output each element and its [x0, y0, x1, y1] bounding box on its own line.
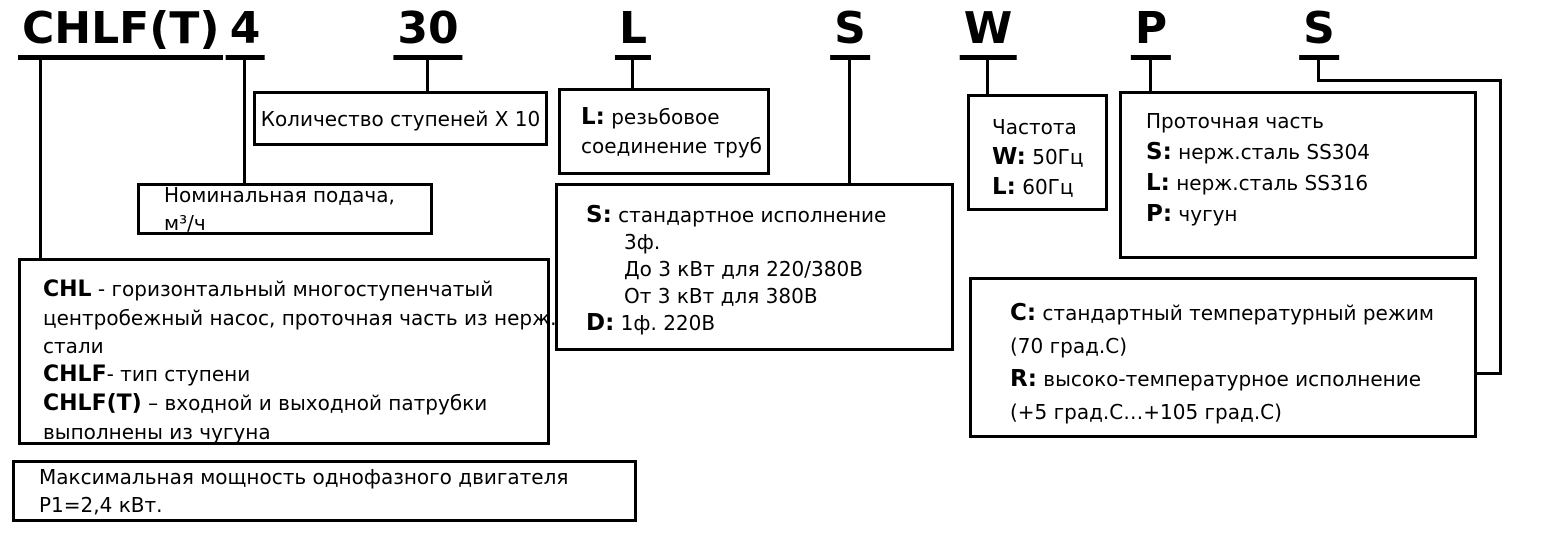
code-key-label: S: — [586, 202, 612, 228]
code-key-label: L: — [1146, 170, 1170, 196]
code-key-label: CHLF(T) — [43, 391, 142, 416]
max-power-box: Максимальная мощность однофазного двигат… — [12, 460, 637, 522]
code-key-label: CHLF — [43, 362, 107, 387]
code-key-label: W: — [992, 144, 1026, 170]
text-line: D: 1ф. 220В — [586, 310, 716, 336]
connector-line-flow — [243, 57, 246, 183]
text-line: CHLF(T) – входной и выходной патрубки — [43, 391, 488, 416]
text-line: CHLF- тип ступени — [43, 362, 251, 387]
series-description-box: CHL - горизонтальный многоступенчатый цен… — [18, 258, 557, 445]
text-line: L: резьбовое — [581, 104, 720, 130]
connector-line-temp-stub — [1317, 57, 1320, 81]
text-line: L: нерж.сталь SS316 — [1146, 170, 1369, 196]
connector-line-pipe — [631, 57, 634, 90]
stages-box: Количество ступеней X 10 — [253, 91, 548, 146]
text-line: Проточная часть — [1146, 109, 1324, 133]
text-line: Частота — [992, 115, 1077, 139]
code-key-label: L: — [992, 174, 1016, 200]
code-key-label: D: — [586, 310, 615, 336]
code-key-label: S: — [1146, 139, 1172, 165]
pipe-connection-box: L: резьбовое соединение труб — [558, 88, 770, 175]
connector-line-stages — [426, 57, 429, 93]
text-line: стали — [43, 334, 104, 358]
code-pipe: L — [614, 6, 652, 60]
code-execution: S — [830, 6, 870, 60]
code-flow-value: 4 — [225, 6, 265, 60]
code-key-label: CHL — [43, 277, 92, 302]
code-temperature: S — [1299, 6, 1339, 60]
text-line: CHL - горизонтальный многоступенчатый — [43, 277, 494, 302]
connector-line-execution — [848, 57, 851, 183]
text-line: центробежный насос, проточная часть из н… — [43, 306, 557, 330]
text-line: S: стандартное исполнение — [586, 202, 887, 228]
connector-line-temp-elbow — [1477, 372, 1502, 375]
max-power-text: Максимальная мощность однофазного двигат… — [39, 465, 569, 517]
code-stages-value: 30 — [393, 6, 463, 60]
connector-line-temp-right — [1499, 79, 1502, 375]
nominal-flow-text: Номинальная подача, м³/ч — [164, 183, 395, 235]
code-series: CHLF(T) — [18, 6, 224, 60]
code-key-label: L: — [581, 104, 605, 130]
text-line: выполнены из чугуна — [43, 420, 271, 444]
text-line: R: высоко-температурное исполнение — [1010, 366, 1422, 392]
text-line: От 3 кВт для 380В — [624, 284, 818, 308]
text-line: W: 50Гц — [992, 144, 1084, 170]
text-line: C: стандартный температурный режим — [1010, 300, 1434, 326]
text-line: S: нерж.сталь SS304 — [1146, 139, 1370, 165]
connector-line-frequency — [986, 57, 989, 94]
text-line: (70 град.C) — [1010, 334, 1128, 358]
text-line: соединение труб — [581, 134, 762, 158]
code-key-label: P: — [1146, 201, 1173, 227]
text-line: До 3 кВт для 220/380В — [624, 257, 863, 281]
connector-line-temp-top — [1317, 79, 1502, 82]
connector-line-wetted — [1149, 57, 1152, 94]
code-frequency: W — [959, 6, 1017, 60]
code-key-label: R: — [1010, 366, 1037, 392]
stages-text: Количество ступеней X 10 — [260, 106, 541, 131]
code-wetted-part: P — [1130, 6, 1172, 60]
text-line: L: 60Гц — [992, 174, 1074, 200]
temperature-mode-box: C: стандартный температурный режим (70 гр… — [969, 277, 1477, 438]
text-line: (+5 град.С…+105 град.C) — [1010, 400, 1282, 424]
text-line: 3ф. — [624, 230, 661, 254]
wetted-part-box: Проточная часть S: нерж.сталь SS304 L: нер… — [1119, 91, 1477, 259]
text-line: P: чугун — [1146, 201, 1238, 227]
connector-line-series — [39, 57, 42, 258]
nominal-flow-box: Номинальная подача, м³/ч — [137, 183, 433, 235]
frequency-box: Частота W: 50Гц L: 60Гц — [967, 94, 1108, 211]
code-key-label: C: — [1010, 300, 1037, 326]
